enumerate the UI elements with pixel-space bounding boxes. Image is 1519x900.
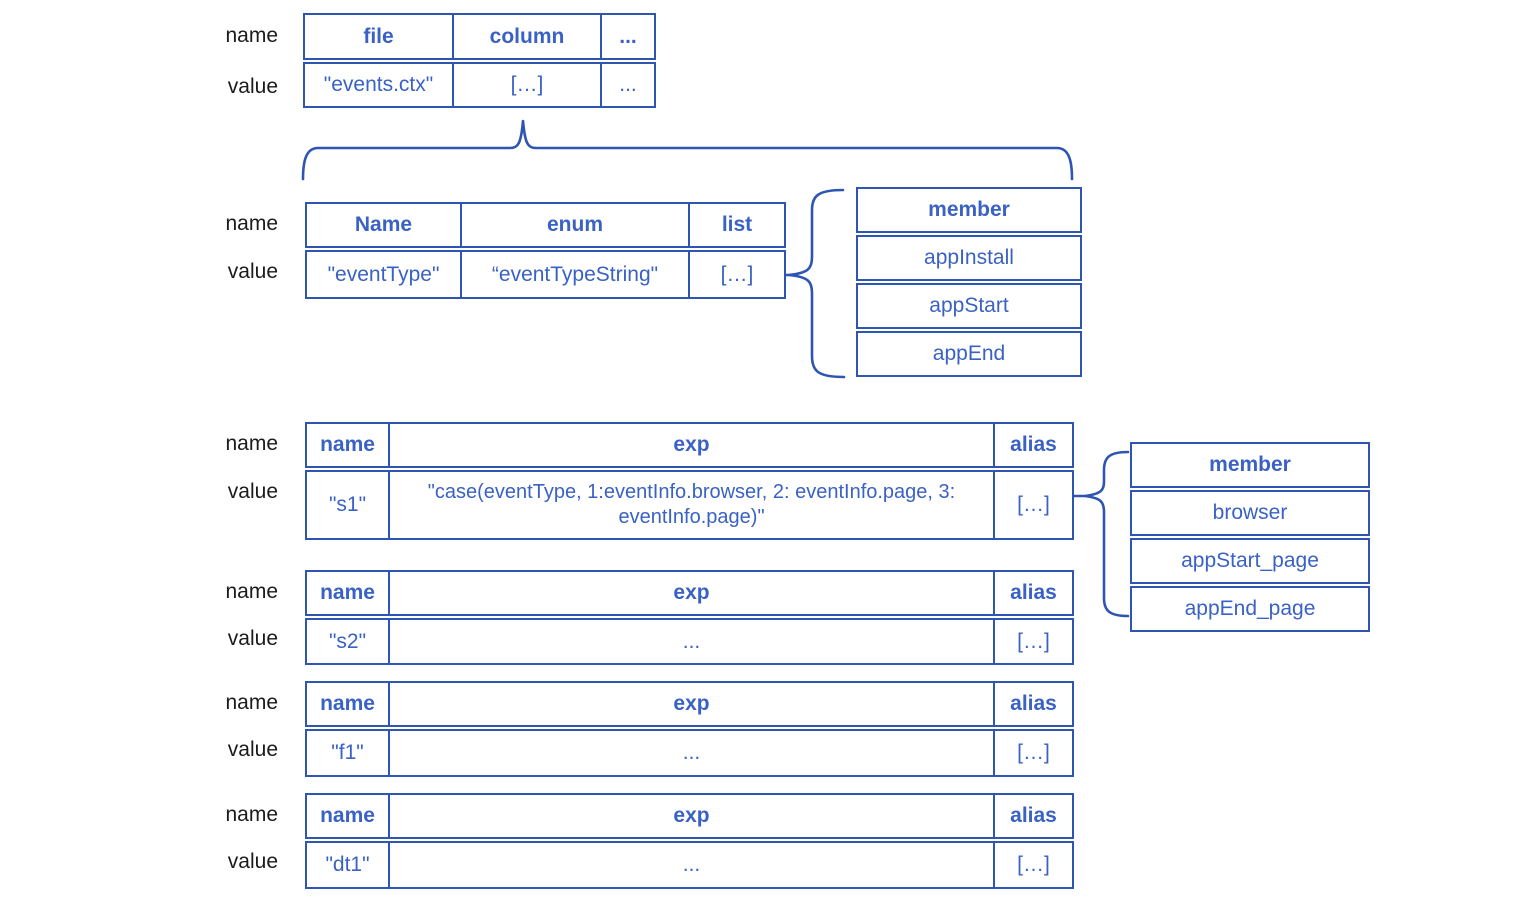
name-value-cell: "s1" xyxy=(307,472,390,538)
alias-member-item: appEnd_page xyxy=(1130,586,1370,632)
s2-table-value-label: value xyxy=(227,627,278,650)
file-value-cell: "events.ctx" xyxy=(305,64,454,106)
file-table-name-label: name xyxy=(225,24,278,47)
alias-member-item: browser xyxy=(1130,490,1370,536)
exp-header-cell: exp xyxy=(390,683,995,725)
dt1-table-header-row: name exp alias xyxy=(305,793,1074,839)
alias-value-cell: […] xyxy=(1017,741,1050,764)
dt1-table-value-row: "dt1" ... […] xyxy=(305,841,1074,889)
enum-member-header: member xyxy=(856,187,1082,233)
f1-table-name-label: name xyxy=(225,691,278,714)
alias-header-cell: alias xyxy=(1010,581,1057,604)
alias-member-table: member browser appStart_page appEnd_page xyxy=(1130,442,1370,632)
name-header-cell: name xyxy=(307,683,390,725)
name-value-cell: "dt1" xyxy=(307,843,390,887)
list-header-cell: list xyxy=(721,213,753,236)
column-table-name-label: name xyxy=(225,212,278,235)
column-table-value-row: "eventType" “eventTypeString" […] xyxy=(305,250,786,299)
dt1-table-name-label: name xyxy=(225,803,278,826)
file-table-value-label: value xyxy=(227,75,278,98)
exp-header-cell: exp xyxy=(390,572,995,614)
exp-value-cell: ... xyxy=(390,843,995,887)
column-table-header-row: Name enum list xyxy=(305,202,786,248)
alias-value-cell: […] xyxy=(1017,853,1050,876)
s1-table-value-label: value xyxy=(227,480,278,503)
more-header-cell: ... xyxy=(619,24,637,48)
s1-table-name-label: name xyxy=(225,432,278,455)
s2-table: name exp alias "s2" ... […] xyxy=(305,570,1074,665)
column-table: Name enum list "eventType" “eventTypeStr… xyxy=(305,202,786,299)
s1-table: name exp alias "s1" "case(eventType, 1:e… xyxy=(305,422,1074,540)
brace-column-expansion xyxy=(301,119,1074,181)
file-table-header-row: file column ... xyxy=(303,13,656,60)
s1-table-value-row: "s1" "case(eventType, 1:eventInfo.browse… xyxy=(305,470,1074,540)
file-table: file column ... "events.ctx" […] ... xyxy=(303,13,656,108)
dt1-table-value-label: value xyxy=(227,850,278,873)
name-header-cell: name xyxy=(307,795,390,837)
exp-value-cell: "case(eventType, 1:eventInfo.browser, 2:… xyxy=(390,472,995,538)
f1-table-value-row: "f1" ... […] xyxy=(305,729,1074,777)
dt1-table: name exp alias "dt1" ... […] xyxy=(305,793,1074,889)
column-table-value-label: value xyxy=(227,260,278,283)
name-header-cell: Name xyxy=(307,204,462,246)
exp-value-cell: ... xyxy=(390,620,995,663)
enum-member-table: member appInstall appStart appEnd xyxy=(856,187,1082,377)
enum-member-item: appInstall xyxy=(856,235,1082,281)
enum-member-item: appEnd xyxy=(856,331,1082,377)
enum-member-item: appStart xyxy=(856,283,1082,329)
brace-list-members xyxy=(787,188,846,379)
column-value-cell: […] xyxy=(454,64,602,106)
alias-header-cell: alias xyxy=(1010,433,1057,456)
column-header-cell: column xyxy=(454,15,602,58)
name-value-cell: "s2" xyxy=(307,620,390,663)
s2-table-name-label: name xyxy=(225,580,278,603)
f1-table-value-label: value xyxy=(227,738,278,761)
alias-member-header: member xyxy=(1130,442,1370,488)
alias-header-cell: alias xyxy=(1010,804,1057,827)
s2-table-header-row: name exp alias xyxy=(305,570,1074,616)
alias-value-cell: […] xyxy=(1017,493,1050,516)
exp-header-cell: exp xyxy=(390,424,995,466)
alias-header-cell: alias xyxy=(1010,692,1057,715)
file-table-value-row: "events.ctx" […] ... xyxy=(303,62,656,108)
enum-value-cell: “eventTypeString" xyxy=(462,252,690,297)
alias-value-cell: […] xyxy=(1017,629,1050,653)
enum-header-cell: enum xyxy=(462,204,690,246)
exp-header-cell: exp xyxy=(390,795,995,837)
alias-member-item: appStart_page xyxy=(1130,538,1370,584)
file-header-cell: file xyxy=(305,15,454,58)
name-value-cell: "eventType" xyxy=(307,252,462,297)
more-value-cell: ... xyxy=(619,73,637,96)
s2-table-value-row: "s2" ... […] xyxy=(305,618,1074,665)
f1-table-header-row: name exp alias xyxy=(305,681,1074,727)
exp-value-cell: ... xyxy=(390,731,995,775)
brace-alias-members xyxy=(1083,450,1130,618)
name-value-cell: "f1" xyxy=(307,731,390,775)
f1-table: name exp alias "f1" ... […] xyxy=(305,681,1074,777)
s1-table-header-row: name exp alias xyxy=(305,422,1074,468)
name-header-cell: name xyxy=(307,572,390,614)
name-header-cell: name xyxy=(307,424,390,466)
list-value-cell: […] xyxy=(720,262,754,286)
